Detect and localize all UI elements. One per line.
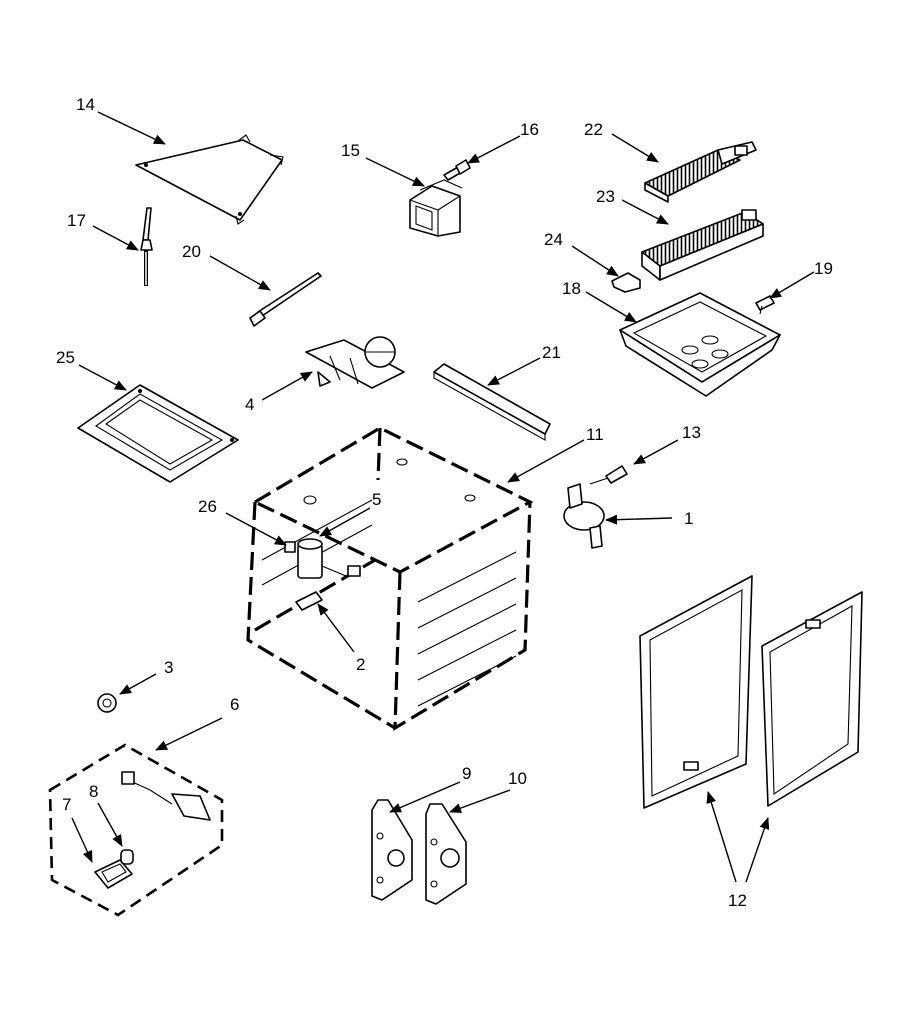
callout-22: 22	[584, 120, 603, 139]
panel-14	[135, 134, 284, 225]
callout-9: 9	[462, 764, 471, 783]
latch-4	[305, 336, 405, 389]
callout-11: 11	[586, 425, 604, 444]
bulb-8	[120, 849, 134, 865]
callout-5: 5	[372, 490, 381, 509]
oven-cavity-11	[246, 426, 534, 731]
rod-20	[249, 272, 322, 327]
callout-15: 15	[341, 141, 360, 160]
hinge-9	[371, 799, 413, 901]
callout-25: 25	[56, 348, 75, 367]
screw-16	[443, 159, 471, 181]
callout-17: 17	[67, 211, 86, 230]
hinge-10	[425, 803, 467, 905]
callout-10: 10	[508, 769, 527, 788]
side-panels-12	[639, 575, 863, 809]
callout-20: 20	[182, 242, 201, 261]
light-socket-5	[297, 538, 361, 579]
lamp-kit-6	[48, 743, 224, 917]
clip-26	[284, 541, 296, 553]
callout-23: 23	[596, 187, 615, 206]
callout-19: 19	[814, 259, 833, 278]
bake-element-23	[641, 209, 764, 281]
callout-26: 26	[198, 497, 217, 516]
callout-12: 12	[728, 891, 747, 910]
strip-21	[433, 363, 551, 441]
tray-18	[619, 292, 781, 397]
lens-7	[94, 859, 133, 889]
callout-6: 6	[230, 695, 239, 714]
knob-3	[97, 693, 117, 713]
callout-labels: 14 15 16 22 23 17 20 24 19 18 21 25 4 11…	[56, 95, 833, 910]
callout-16: 16	[520, 120, 539, 139]
callout-1: 1	[684, 509, 693, 528]
callout-14: 14	[76, 95, 95, 114]
callout-21: 21	[542, 343, 561, 362]
leader-arrows	[71, 111, 815, 883]
thermostat-1	[563, 483, 605, 549]
callout-18: 18	[562, 279, 581, 298]
bracket-24	[611, 272, 641, 293]
broil-element-22	[644, 141, 757, 203]
callout-8: 8	[89, 782, 98, 801]
callout-13: 13	[682, 423, 701, 442]
probe-17	[140, 207, 153, 286]
callout-7: 7	[62, 795, 71, 814]
screw-19	[755, 295, 775, 315]
door-25	[77, 384, 239, 483]
callout-3: 3	[164, 658, 173, 677]
wire-harness-2	[295, 591, 323, 611]
callout-24: 24	[544, 230, 563, 249]
callout-4: 4	[245, 395, 254, 414]
screw-13	[589, 465, 628, 485]
element-15	[409, 179, 463, 237]
callout-2: 2	[356, 655, 365, 674]
